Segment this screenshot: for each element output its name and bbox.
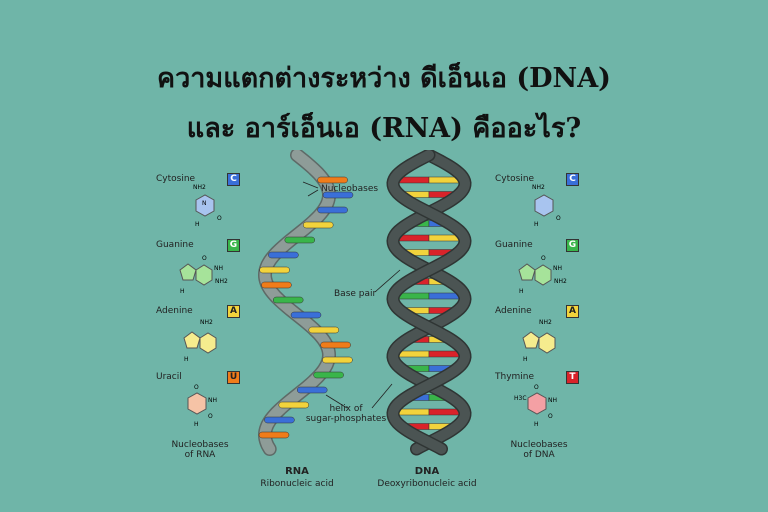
dna-nucleobases-caption-1: Nucleobases: [510, 440, 568, 450]
dna-backbone-a: [387, 150, 471, 454]
helix-annotation-line-2: sugar-phosphates: [305, 414, 387, 424]
rna-nucleobase: [268, 251, 299, 259]
svg-text:O: O: [202, 255, 207, 262]
rna-nucleobase: [313, 371, 344, 379]
svg-text:H: H: [519, 288, 524, 295]
rna-nucleobase: [322, 191, 354, 199]
svg-text:NH2: NH2: [539, 319, 552, 326]
svg-text:NH: NH: [548, 397, 557, 404]
rna-nucleobase: [284, 236, 316, 244]
nucleobases-arrow-1: [302, 181, 319, 189]
svg-text:H: H: [534, 221, 539, 228]
svg-text:H: H: [194, 421, 199, 428]
rna-nucleobase: [302, 221, 334, 229]
helix-annotation-line-1: helix of: [329, 404, 363, 414]
svg-text:O: O: [541, 255, 546, 262]
rna-nucleobase: [259, 266, 290, 274]
base-pair-annotation: Base pair: [334, 289, 377, 299]
rna-nucleobase: [308, 326, 340, 334]
rna-base-name-uracil: Uracil: [156, 372, 182, 382]
svg-text:O: O: [194, 384, 199, 391]
cytosine-structure-right: NH2 O H: [532, 184, 561, 228]
guanine-structure-right: O NH NH2 H: [518, 255, 567, 295]
svg-text:O: O: [208, 413, 213, 420]
svg-text:NH: NH: [214, 265, 223, 272]
nucleobases-arrow-2: [307, 189, 319, 197]
rna-title-label: RNA: [285, 466, 309, 477]
svg-text:H: H: [523, 356, 528, 363]
rna-nucleobase: [322, 356, 353, 364]
dna-badge-c: C: [566, 173, 579, 186]
svg-text:H: H: [534, 421, 539, 428]
base-pair-arrow: [374, 269, 401, 293]
svg-text:NH2: NH2: [554, 278, 567, 285]
dna-badge-g: G: [566, 239, 579, 252]
rna-nucleobases-caption-2: of RNA: [184, 450, 216, 460]
page-title-line-2: และ อาร์เอ็นเอ (RNA) คืออะไร?: [186, 113, 582, 144]
dna-nucleobases-caption-2: of DNA: [523, 450, 555, 460]
rna-nucleobase: [261, 281, 292, 289]
dna-title-label: DNA: [414, 466, 440, 477]
rna-subtitle-label: Ribonucleic acid: [260, 479, 334, 489]
svg-text:N: N: [202, 200, 207, 207]
svg-text:NH2: NH2: [215, 278, 228, 285]
svg-text:O: O: [556, 215, 561, 222]
rna-badge-g: G: [227, 239, 240, 252]
rna-nucleobase: [317, 206, 348, 214]
svg-text:O: O: [534, 384, 539, 391]
dna-helix: [386, 150, 472, 456]
svg-text:H: H: [195, 221, 200, 228]
page-title-line-1: ความแตกต่างระหว่าง ดีเอ็นเอ (DNA): [157, 63, 611, 94]
dna-base-name-adenine: Adenine: [495, 306, 532, 316]
svg-text:H: H: [184, 356, 189, 363]
rna-badge-u: U: [227, 371, 240, 384]
rna-nucleobase: [272, 296, 304, 304]
dna-base-name-cytosine: Cytosine: [495, 174, 535, 184]
rna-base-name-cytosine: Cytosine: [156, 174, 196, 184]
guanine-structure-left: O NH NH2 H: [179, 255, 228, 295]
svg-text:NH: NH: [553, 265, 562, 272]
rna-nucleobase: [278, 401, 310, 409]
svg-text:H: H: [180, 288, 185, 295]
rna-badge-c: C: [227, 173, 240, 186]
uracil-structure-left: O NH O H: [187, 384, 217, 428]
rna-nucleobase: [258, 431, 290, 439]
rna-nucleobase: [320, 341, 351, 349]
dna-base-name-thymine: Thymine: [495, 372, 535, 382]
rna-base-name-adenine: Adenine: [156, 306, 193, 316]
svg-text:H3C: H3C: [514, 395, 527, 402]
rna-nucleobase: [317, 176, 348, 184]
dna-badge-t: T: [566, 371, 579, 384]
helix-arrow-2: [371, 383, 393, 409]
rna-nucleobase: [296, 386, 328, 394]
svg-text:O: O: [548, 413, 553, 420]
svg-text:NH2: NH2: [532, 184, 545, 191]
nucleobases-annotation: Nucleobases: [321, 184, 379, 194]
adenine-structure-right: NH2 H: [522, 319, 556, 363]
rna-nucleobase: [264, 416, 295, 424]
dna-base-name-guanine: Guanine: [495, 240, 533, 250]
cytosine-structure-left: NH2 O H N: [193, 184, 222, 228]
dna-subtitle-label: Deoxyribonucleic acid: [377, 479, 477, 489]
thymine-structure-right: H3C O NH O H: [514, 384, 557, 428]
helix-arrow-1: [325, 394, 348, 409]
adenine-structure-left: NH2 H: [183, 319, 217, 363]
rna-badge-a: A: [227, 305, 240, 318]
rna-nucleobase: [290, 311, 322, 319]
svg-text:O: O: [217, 215, 222, 222]
dna-backbone-b: [387, 150, 471, 454]
dna-badge-a: A: [566, 305, 579, 318]
rna-base-name-guanine: Guanine: [156, 240, 194, 250]
svg-text:NH2: NH2: [193, 184, 206, 191]
rna-nucleobases-caption-1: Nucleobases: [171, 440, 229, 450]
svg-text:NH2: NH2: [200, 319, 213, 326]
svg-text:NH: NH: [208, 397, 217, 404]
rna-helix: [257, 150, 354, 456]
